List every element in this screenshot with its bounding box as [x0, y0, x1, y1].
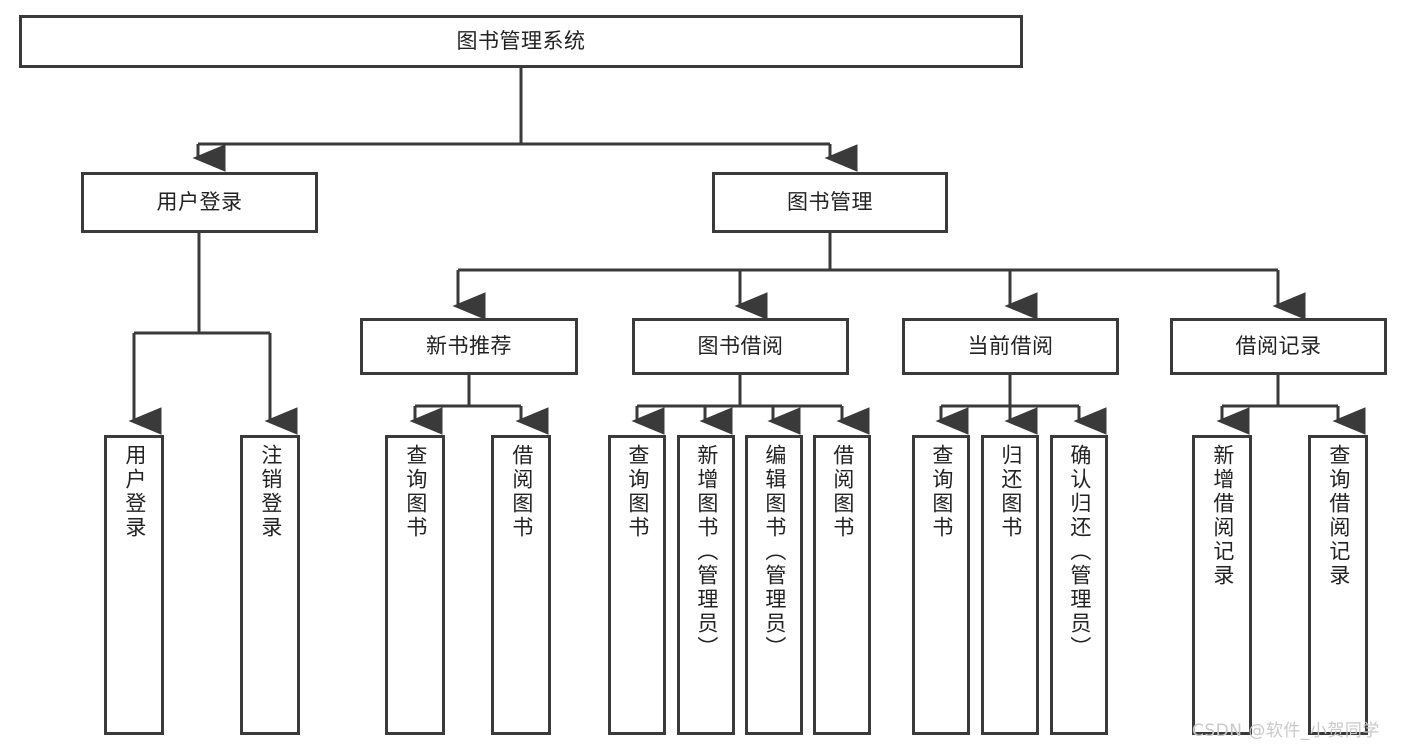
- node-leaf-user-login[interactable]: 用户登录: [104, 435, 164, 735]
- node-root[interactable]: 图书管理系统: [19, 15, 1023, 68]
- node-leaf-logout-login[interactable]: 注销登录: [240, 435, 300, 735]
- node-new-book-recommend[interactable]: 新书推荐: [360, 318, 578, 375]
- watermark: CSDN @软件_小贺同学: [1192, 721, 1380, 741]
- node-leaf-edit-book-label: 编辑图书（管理员）: [762, 444, 787, 660]
- node-borrow-record-label: 借阅记录: [1235, 334, 1322, 359]
- node-leaf-query-book-3[interactable]: 查询图书: [912, 435, 970, 735]
- node-user-login-label: 用户登录: [156, 190, 243, 215]
- node-leaf-borrow-book-1-label: 借阅图书: [509, 444, 534, 540]
- node-borrow-record[interactable]: 借阅记录: [1170, 318, 1387, 375]
- node-leaf-confirm-return[interactable]: 确认归还（管理员）: [1050, 435, 1108, 735]
- node-leaf-borrow-book-2-label: 借阅图书: [830, 444, 855, 540]
- node-leaf-query-book-1-label: 查询图书: [403, 444, 428, 540]
- node-root-label: 图书管理系统: [456, 29, 586, 54]
- node-leaf-query-book-2-label: 查询图书: [625, 444, 650, 540]
- node-book-management-label: 图书管理: [787, 190, 873, 215]
- node-leaf-return-book[interactable]: 归还图书: [981, 435, 1039, 735]
- node-leaf-query-record-label: 查询借阅记录: [1326, 444, 1351, 588]
- node-current-borrow[interactable]: 当前借阅: [902, 318, 1119, 375]
- node-leaf-query-book-1[interactable]: 查询图书: [385, 435, 445, 735]
- node-leaf-borrow-book-1[interactable]: 借阅图书: [491, 435, 551, 735]
- node-leaf-add-book-label: 新增图书（管理员）: [694, 444, 719, 660]
- node-current-borrow-label: 当前借阅: [967, 334, 1054, 359]
- node-book-management[interactable]: 图书管理: [712, 172, 948, 233]
- node-leaf-edit-book[interactable]: 编辑图书（管理员）: [745, 435, 803, 735]
- node-book-borrow-label: 图书借阅: [697, 334, 784, 359]
- node-user-login[interactable]: 用户登录: [81, 172, 318, 233]
- node-leaf-query-book-2[interactable]: 查询图书: [608, 435, 666, 735]
- node-leaf-borrow-book-2[interactable]: 借阅图书: [813, 435, 871, 735]
- node-leaf-query-record[interactable]: 查询借阅记录: [1308, 435, 1368, 735]
- node-leaf-logout-login-label: 注销登录: [258, 444, 283, 540]
- node-leaf-add-record[interactable]: 新增借阅记录: [1192, 435, 1252, 735]
- node-new-book-recommend-label: 新书推荐: [426, 334, 512, 359]
- node-leaf-return-book-label: 归还图书: [998, 444, 1023, 540]
- node-leaf-query-book-3-label: 查询图书: [929, 444, 954, 540]
- node-leaf-add-book[interactable]: 新增图书（管理员）: [677, 435, 735, 735]
- node-leaf-user-login-label: 用户登录: [122, 444, 147, 540]
- node-leaf-add-record-label: 新增借阅记录: [1210, 444, 1235, 588]
- node-leaf-confirm-return-label: 确认归还（管理员）: [1067, 444, 1092, 660]
- node-book-borrow[interactable]: 图书借阅: [632, 318, 849, 375]
